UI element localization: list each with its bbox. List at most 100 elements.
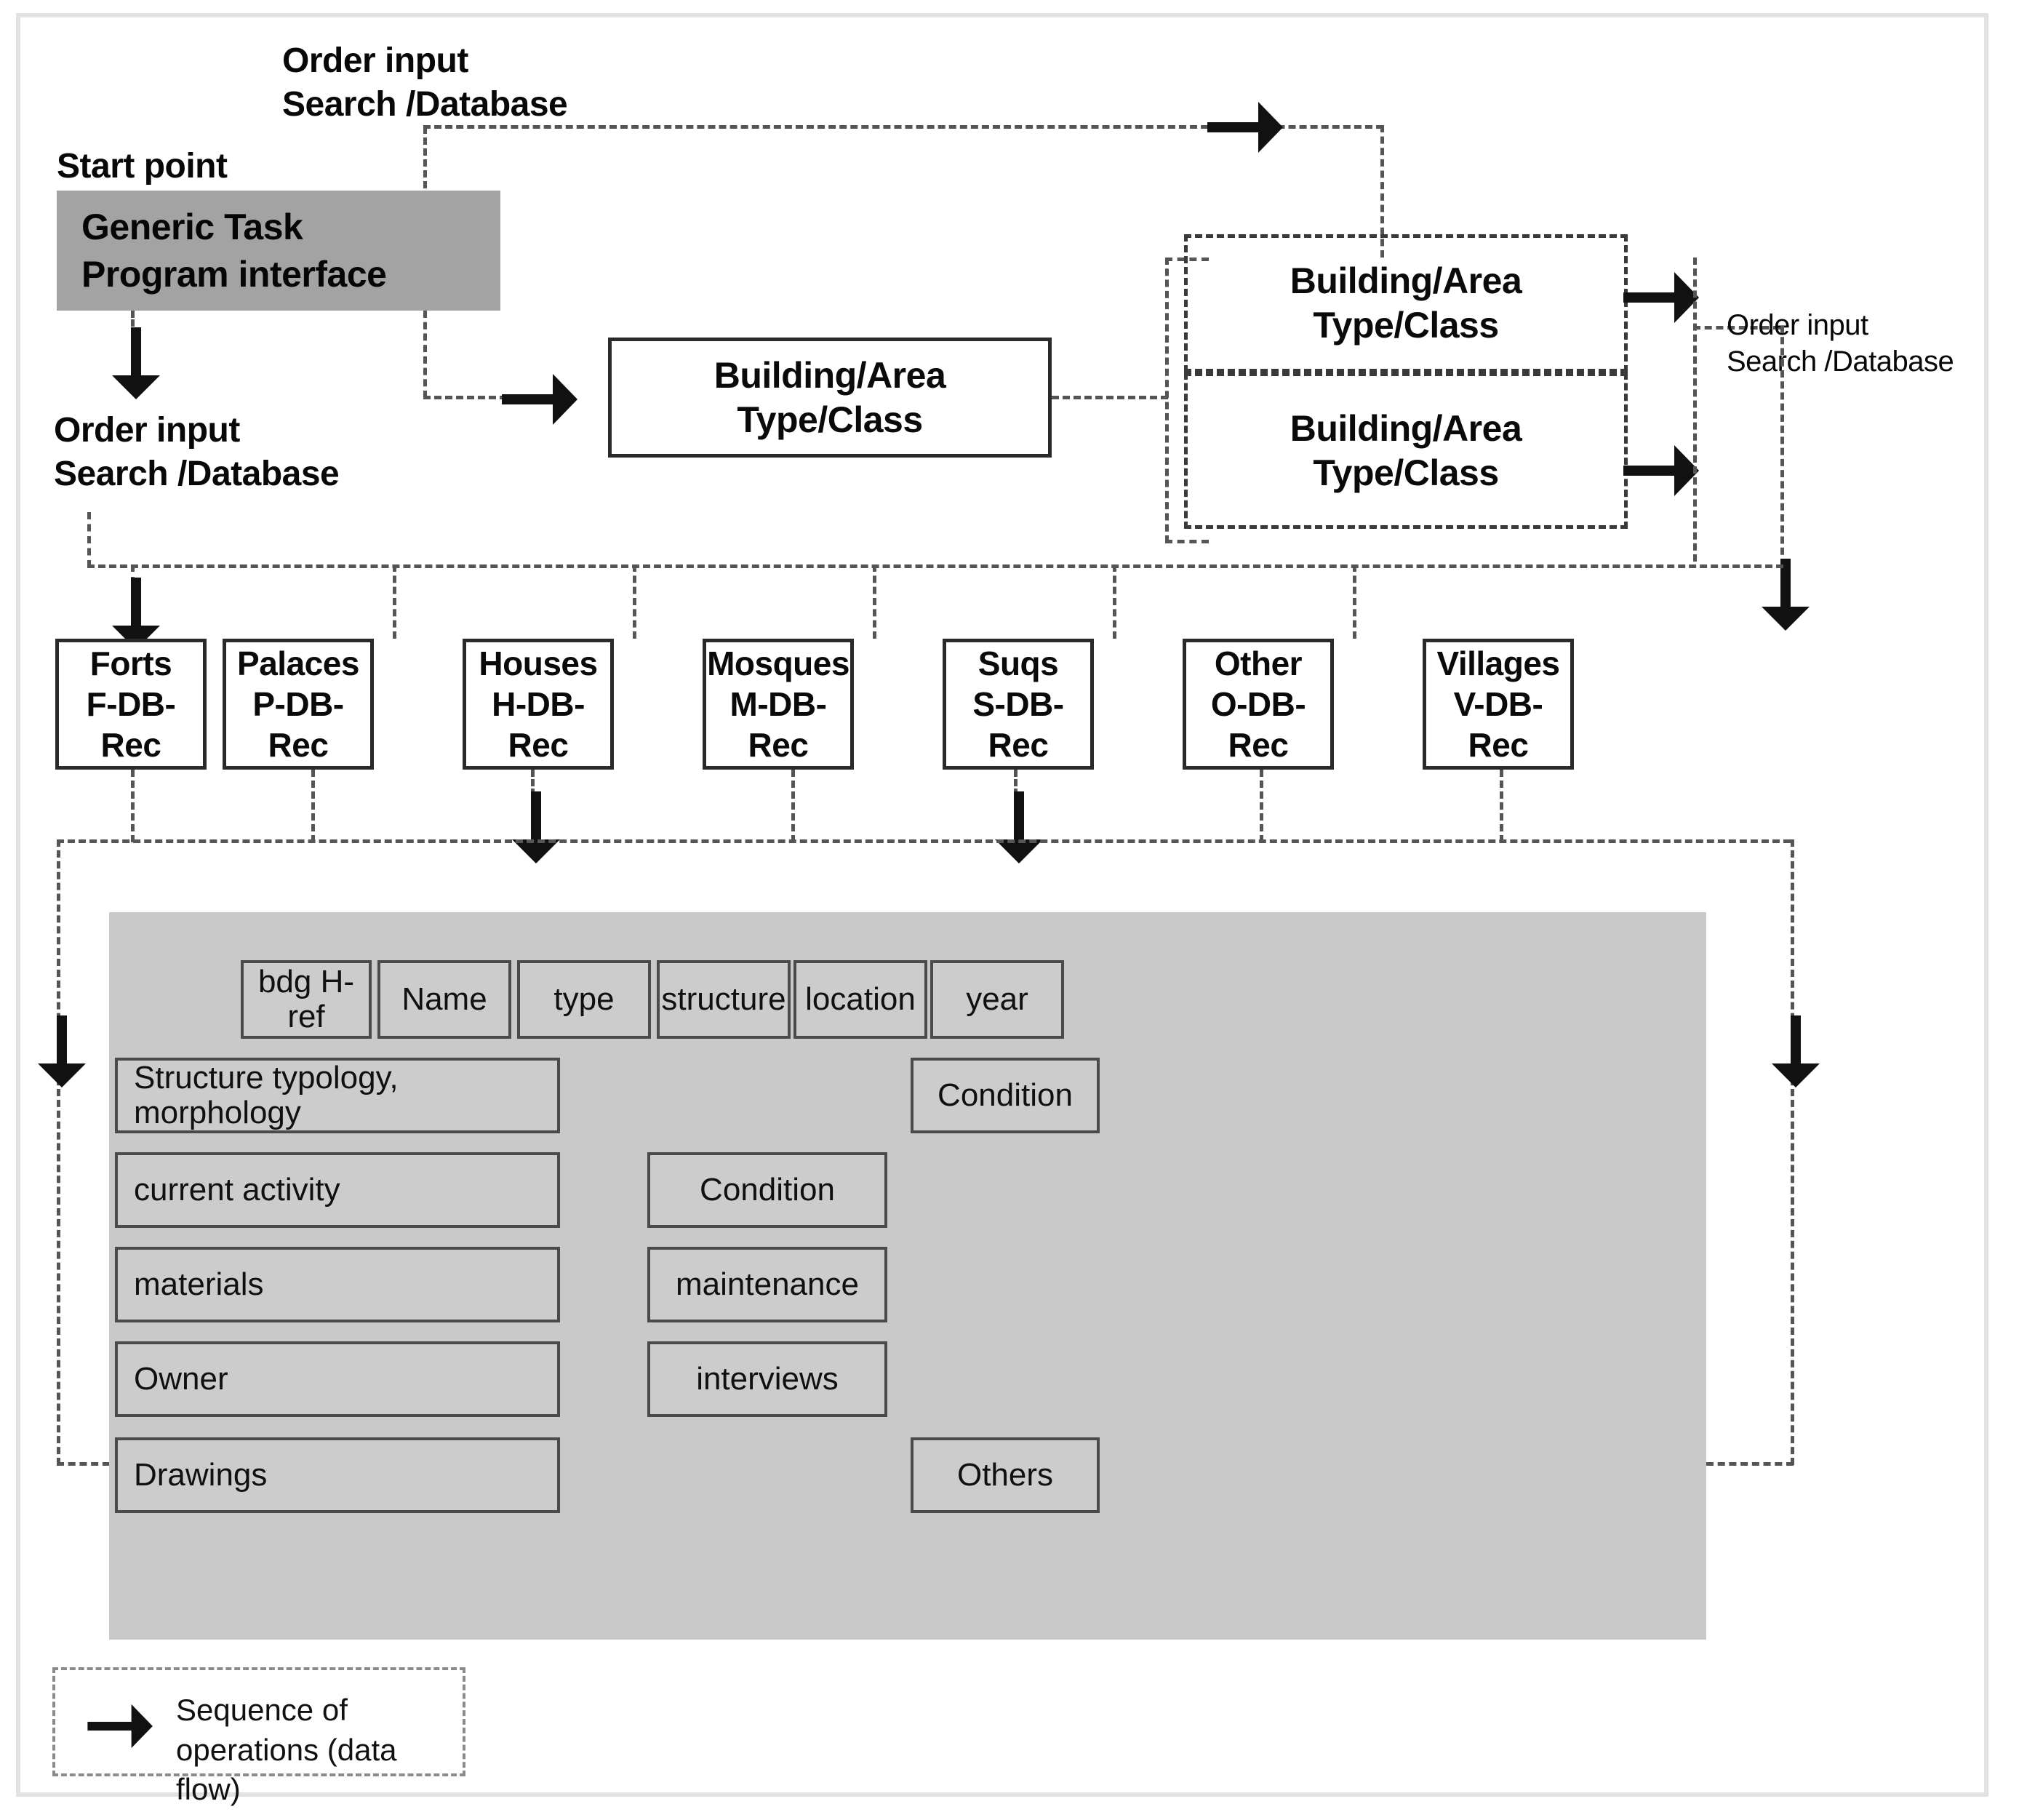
connector-v-right-rail [1693,258,1697,562]
arrow-down-icon [989,790,1049,866]
db-record-palaces: P-DB-Rec [252,685,344,765]
db-record-houses: H-DB-Rec [492,685,585,765]
field-label: Name [401,981,487,1017]
connector-h-top [423,125,1383,129]
building-area-center-box[interactable]: Building/Area Type/Class [608,338,1052,458]
field-label: structure [661,981,786,1017]
connector-h-collector [57,839,1791,843]
field-label: maintenance [676,1266,859,1302]
field-structure-typology[interactable]: Structure typology, morphology [115,1058,560,1133]
field-label: Condition [700,1171,835,1208]
legend-text: Sequence of operations (data flow) [176,1693,397,1807]
field-label: Others [956,1456,1054,1493]
field-label: materials [134,1266,264,1302]
arrow-right-icon [1622,439,1702,502]
db-box-villages[interactable]: Villages V-DB-Rec [1423,639,1574,770]
connector-h-to-center-box [423,396,561,399]
connector-v-db-3 [873,564,876,639]
db-box-suqs[interactable]: Suqs S-DB-Rec [943,639,1094,770]
field-year[interactable]: year [930,960,1064,1039]
arrow-down-icon [506,790,566,866]
connector-v-out-5 [1260,770,1263,842]
arrow-right-icon [1206,96,1286,159]
db-record-suqs: S-DB-Rec [972,685,1064,765]
arrow-down-icon [106,576,166,652]
field-label: interviews [696,1360,839,1397]
connector-v-top-right [1380,125,1384,258]
db-box-palaces[interactable]: Palaces P-DB-Rec [223,639,374,770]
arrow-right-icon [1622,266,1702,329]
db-record-villages: V-DB-Rec [1453,685,1543,765]
db-record-forts: F-DB-Rec [86,685,176,765]
arrow-down-icon [1766,1014,1826,1090]
building-area-lower-box[interactable]: Building/Area Type/Class [1184,372,1628,529]
field-label: location [805,981,916,1017]
legend-box: Sequence of operations (data flow) [52,1667,465,1806]
db-box-other[interactable]: Other O-DB-Rec [1183,639,1334,770]
db-box-forts[interactable]: Forts F-DB-Rec [55,639,207,770]
connector-v-bus-left-entry [87,512,91,567]
arrow-right-icon [86,1699,156,1753]
db-name-mosques: Mosques [707,644,849,682]
db-name-villages: Villages [1436,644,1560,682]
field-maintenance[interactable]: maintenance [647,1247,887,1322]
diagram-frame: Start point Generic Task Program interfa… [16,13,1988,1806]
db-record-other: O-DB-Rec [1210,685,1306,765]
building-center-line1: Building/Area [713,354,946,396]
field-owner[interactable]: Owner [115,1341,560,1417]
field-condition-right[interactable]: Condition [911,1058,1100,1133]
connector-v-panel-right [1791,839,1794,1465]
db-name-other: Other [1214,644,1303,682]
field-type[interactable]: type [517,960,651,1039]
connector-v-start-top [423,127,427,199]
building-area-upper-box[interactable]: Building/Area Type/Class [1184,234,1628,372]
field-label: bdg H-ref [257,963,355,1034]
building-lower-line2: Type/Class [1313,452,1499,493]
field-current-activity[interactable]: current activity [115,1152,560,1228]
db-name-suqs: Suqs [977,644,1059,682]
db-box-mosques[interactable]: Mosques M-DB-Rec [703,639,854,770]
building-upper-line2: Type/Class [1313,305,1499,346]
connector-h-group-lower-tick [1165,540,1209,543]
db-name-palaces: Palaces [237,644,359,682]
generic-task-line2: Program interface [81,253,387,295]
connector-v-out-6 [1500,770,1503,842]
field-label: year [966,981,1028,1017]
field-label: Owner [134,1360,228,1397]
arrow-right-icon [500,368,580,431]
field-condition-middle[interactable]: Condition [647,1152,887,1228]
connector-h-bus [87,564,1783,568]
connector-v-db-1 [393,564,396,639]
field-materials[interactable]: materials [115,1247,560,1322]
building-center-line2: Type/Class [737,399,923,440]
connector-v-group-left [1165,258,1169,543]
field-interviews[interactable]: interviews [647,1341,887,1417]
record-panel: bdg H-ref Name type structure location y… [109,912,1706,1640]
connector-v-start-mid [423,311,427,398]
field-label: Drawings [134,1456,268,1493]
connector-v-db-2 [633,564,636,639]
connector-h-panel-left-tick [57,1462,144,1466]
field-label: current activity [134,1171,340,1208]
connector-v-db-4 [1113,564,1116,639]
connector-v-out-1 [311,770,315,842]
order-input-top-label: Order input Search /Database [282,41,568,124]
field-location[interactable]: location [793,960,927,1039]
order-input-left-label: Order input Search /Database [54,411,340,494]
field-label: Structure typology, morphology [134,1059,399,1130]
db-box-houses[interactable]: Houses H-DB-Rec [463,639,614,770]
field-drawings[interactable]: Drawings [115,1437,560,1513]
field-structure[interactable]: structure [657,960,791,1039]
generic-task-box[interactable]: Generic Task Program interface [57,191,500,311]
connector-h-panel-right-tick [1706,1462,1794,1466]
connector-v-out-3 [791,770,795,842]
field-label: type [553,981,615,1017]
db-name-forts: Forts [89,644,172,682]
order-input-right-label: Order input Search /Database [1727,309,1954,378]
connector-h-right-label-tick [1693,326,1780,330]
field-bdg-href[interactable]: bdg H-ref [241,960,372,1039]
field-others[interactable]: Others [911,1437,1100,1513]
building-upper-line1: Building/Area [1290,260,1522,301]
building-lower-line1: Building/Area [1290,407,1522,449]
field-name[interactable]: Name [377,960,511,1039]
